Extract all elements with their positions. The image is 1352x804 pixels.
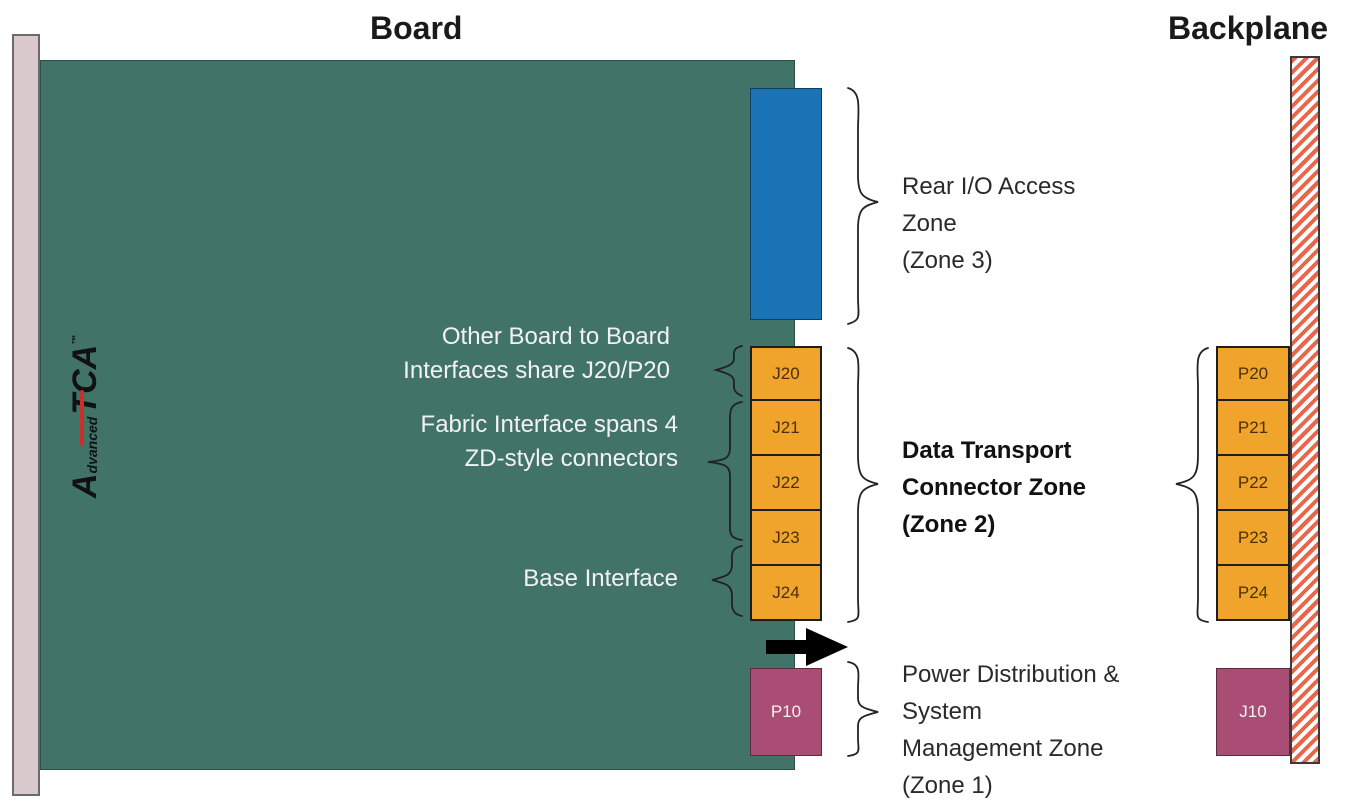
board-faceplate bbox=[12, 34, 40, 796]
backplane-bar bbox=[1290, 56, 1320, 764]
other-board-line-2: Interfaces share J20/P20 bbox=[403, 357, 670, 384]
backplane-brace bbox=[1175, 347, 1209, 623]
board-title: Board bbox=[370, 10, 463, 46]
zone1-brace bbox=[847, 661, 879, 757]
zone1-line-1: Power Distribution & bbox=[902, 661, 1120, 688]
board-panel bbox=[40, 60, 795, 770]
rear-io-connector bbox=[750, 88, 822, 320]
connector-j24: J24 bbox=[750, 566, 822, 621]
zone3-brace bbox=[847, 87, 879, 325]
other-board-brace bbox=[712, 345, 743, 397]
other-board-annotation: Other Board to Board Interfaces share J2… bbox=[300, 320, 670, 388]
base-brace bbox=[711, 545, 743, 617]
insertion-arrow-icon bbox=[766, 628, 848, 666]
zone2-line-2: Connector Zone bbox=[902, 474, 1086, 501]
zone2-line-1: Data Transport bbox=[902, 437, 1072, 464]
fabric-line-1: Fabric Interface spans 4 bbox=[420, 411, 678, 438]
fabric-line-2: ZD-style connectors bbox=[464, 445, 678, 472]
connector-j20: J20 bbox=[750, 346, 822, 401]
other-board-line-1: Other Board to Board bbox=[441, 323, 670, 350]
backplane-connector-stack: P20 P21 P22 P23 P24 bbox=[1216, 346, 1290, 621]
connector-j21: J21 bbox=[750, 401, 822, 456]
zone2-line-3: (Zone 2) bbox=[902, 511, 996, 538]
connector-p10: P10 bbox=[750, 668, 822, 756]
connector-p22: P22 bbox=[1216, 456, 1290, 511]
fabric-annotation: Fabric Interface spans 4 ZD-style connec… bbox=[300, 408, 678, 476]
zone3-line-1: Rear I/O Access bbox=[902, 173, 1076, 200]
zone1-line-4: (Zone 1) bbox=[902, 772, 993, 799]
zone3-label: Rear I/O Access Zone (Zone 3) bbox=[902, 168, 1075, 279]
base-interface-annotation: Base Interface bbox=[523, 565, 678, 592]
connector-j23: J23 bbox=[750, 511, 822, 566]
zone1-line-2: System bbox=[902, 698, 983, 725]
zone1-label: Power Distribution & System Management Z… bbox=[902, 656, 1119, 804]
zone2-label: Data Transport Connector Zone (Zone 2) bbox=[902, 432, 1086, 543]
zone2-brace bbox=[847, 347, 879, 623]
zone3-line-2: Zone bbox=[902, 210, 957, 237]
backplane-title: Backplane bbox=[1168, 10, 1329, 46]
connector-p24: P24 bbox=[1216, 566, 1290, 621]
board-connector-stack: J20 J21 J22 J23 J24 bbox=[750, 346, 822, 621]
connector-p20: P20 bbox=[1216, 346, 1290, 401]
connector-j22: J22 bbox=[750, 456, 822, 511]
fabric-brace bbox=[707, 401, 743, 541]
logo-swoosh bbox=[80, 390, 84, 446]
advancedtca-logo: A dvanced TCA ™ bbox=[62, 318, 104, 498]
zone1-line-3: Management Zone bbox=[902, 735, 1104, 762]
connector-p23: P23 bbox=[1216, 511, 1290, 566]
connector-p21: P21 bbox=[1216, 401, 1290, 456]
connector-j10: J10 bbox=[1216, 668, 1290, 756]
zone3-line-3: (Zone 3) bbox=[902, 247, 993, 274]
